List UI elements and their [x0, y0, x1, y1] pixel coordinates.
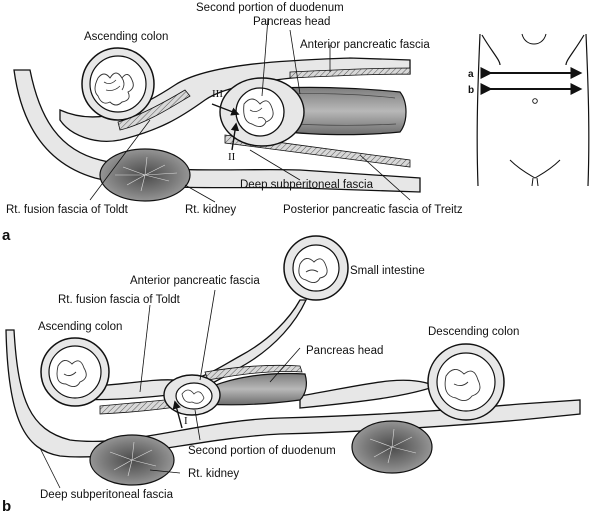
panel-label-a: a	[2, 227, 11, 244]
label-ascending-colon-a: Ascending colon	[84, 31, 168, 43]
label-pancreas-head-a: Pancreas head	[253, 16, 330, 28]
arrow-i-b	[172, 400, 183, 429]
anterior-fascia-band-b	[204, 364, 303, 381]
leaders-b	[39, 289, 301, 489]
mesentery-right-b	[299, 371, 452, 409]
duodenum-b	[175, 382, 213, 410]
inset-label-a: a	[468, 69, 474, 80]
panel-label-b: b	[2, 498, 11, 515]
label-rt-kidney-b: Rt. kidney	[188, 468, 239, 480]
torso-outline	[476, 33, 590, 187]
leaders-a	[89, 17, 411, 203]
arrow-ii-a	[230, 122, 240, 151]
label-second-portion-b: Second portion of duodenum	[188, 445, 336, 457]
label-second-portion-a: Second portion of duodenum	[196, 2, 344, 14]
toldt-fascia-a	[117, 89, 191, 131]
label-treitz-a: Posterior pancreatic fascia of Treitz	[283, 204, 463, 216]
label-arrow-i: I	[184, 415, 188, 427]
label-ascending-colon-b: Ascending colon	[38, 321, 122, 333]
navel	[532, 98, 538, 104]
label-toldt-b: Rt. fusion fascia of Toldt	[58, 294, 181, 306]
label-small-intestine-b: Small intestine	[350, 265, 425, 277]
label-anterior-fascia-a: Anterior pancreatic fascia	[300, 39, 430, 51]
panel-b: Small intestine Anterior pancreatic fasc…	[2, 235, 581, 515]
label-anterior-fascia-b: Anterior pancreatic fascia	[130, 275, 260, 287]
label-rt-kidney-a: Rt. kidney	[185, 204, 236, 216]
panel-a: Second portion of duodenum Pancreas head…	[2, 2, 463, 244]
inset-label-b: b	[468, 85, 474, 96]
label-toldt-a: Rt. fusion fascia of Toldt	[6, 204, 129, 216]
torso-inset: a b	[468, 33, 590, 187]
label-arrow-iii: III	[212, 88, 223, 100]
posterior-wall-b	[5, 329, 581, 458]
label-deep-subperitoneal-a: Deep subperitoneal fascia	[240, 179, 374, 191]
arrow-iii-a	[211, 103, 240, 116]
label-pancreas-head-b: Pancreas head	[306, 345, 383, 357]
label-deep-subperitoneal-b: Deep subperitoneal fascia	[40, 489, 174, 501]
label-descending-colon-b: Descending colon	[428, 326, 519, 338]
pancreas-b	[199, 372, 307, 406]
abdominal-wall-a	[13, 69, 421, 193]
duodenum-a	[235, 87, 285, 137]
label-arrow-ii: II	[228, 151, 236, 163]
